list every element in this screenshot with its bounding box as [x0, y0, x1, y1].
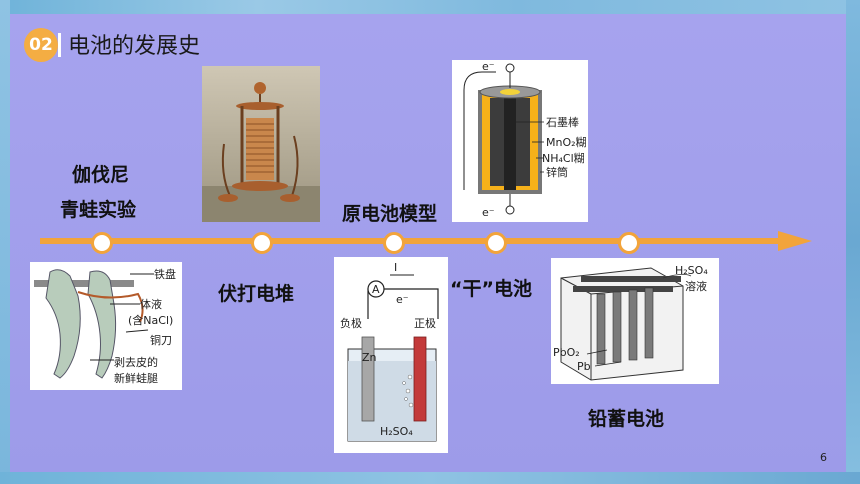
timeline-node-galvani	[91, 232, 113, 254]
frog-label-legs-2: 新鲜蛙腿	[114, 371, 158, 385]
drycell-label-e-bottom: e⁻	[482, 206, 495, 219]
galvanic-label-electron: e⁻	[396, 293, 409, 306]
label-volta: 伏打电堆	[218, 283, 295, 305]
timeline-node-dry	[485, 232, 507, 254]
galvanic-label-ammeter: A	[372, 283, 380, 296]
galvanic-label-positive: 正极	[414, 316, 436, 330]
page-title: 电池的发展史	[68, 34, 201, 59]
lead-label-pbo2: PbO₂	[553, 346, 580, 359]
timeline-node-lead	[618, 232, 640, 254]
lead-label-pb: Pb	[577, 360, 591, 373]
galvanic-label-current: I	[394, 261, 397, 274]
label-dry-cell: “干”电池	[450, 278, 532, 300]
drycell-label-zinc: 锌筒	[546, 165, 568, 179]
lead-acid-diagram: H₂SO₄ 溶液 PbO₂ Pb	[551, 258, 719, 384]
section-badge: 02	[24, 28, 58, 62]
frame-left	[0, 0, 10, 484]
page-number: 6	[820, 451, 827, 464]
badge-divider	[58, 33, 61, 57]
lead-label-solution: 溶液	[685, 279, 707, 293]
timeline-node-primitive	[383, 232, 405, 254]
galvanic-label-acid: H₂SO₄	[380, 425, 413, 438]
frog-label-tray: 铁盘	[154, 267, 176, 281]
frog-label-nacl: (含NaCl)	[128, 313, 173, 327]
frame-right	[846, 0, 860, 484]
label-lead-acid: 铅蓄电池	[588, 408, 665, 430]
galvanic-cell-diagram: A I e⁻ 负极 正极 Zn H₂SO₄	[334, 257, 448, 453]
timeline-bar	[40, 238, 780, 244]
frog-label-fluid: 体液	[140, 297, 162, 311]
label-galvani-name: 伽伐尼	[72, 164, 130, 186]
galvanic-label-negative: 负极	[340, 316, 362, 330]
label-primitive-cell: 原电池模型	[342, 203, 438, 225]
drycell-label-mno2: MnO₂糊	[546, 135, 587, 149]
drycell-label-graphite: 石墨棒	[546, 115, 579, 129]
dry-cell-diagram: e⁻ e⁻ 石墨棒 MnO₂糊 NH₄Cl糊 锌筒	[452, 60, 588, 222]
drycell-label-e-top: e⁻	[482, 60, 495, 73]
voltaic-pile-photo	[202, 66, 320, 222]
timeline-node-volta	[251, 232, 273, 254]
drycell-label-nh4cl: NH₄Cl糊	[542, 151, 585, 165]
lead-label-acid: H₂SO₄	[675, 264, 708, 277]
frog-label-legs-1: 剥去皮的	[114, 355, 158, 369]
galvanic-label-zn: Zn	[362, 351, 377, 364]
frame-bottom	[0, 472, 860, 484]
label-galvani-experiment: 青蛙实验	[60, 199, 137, 221]
timeline-arrow-icon	[778, 231, 812, 251]
frog-label-knife: 铜刀	[150, 333, 172, 347]
frog-diagram: 铁盘 体液 (含NaCl) 铜刀 剥去皮的 新鲜蛙腿	[30, 262, 182, 390]
frame-top	[0, 0, 860, 14]
